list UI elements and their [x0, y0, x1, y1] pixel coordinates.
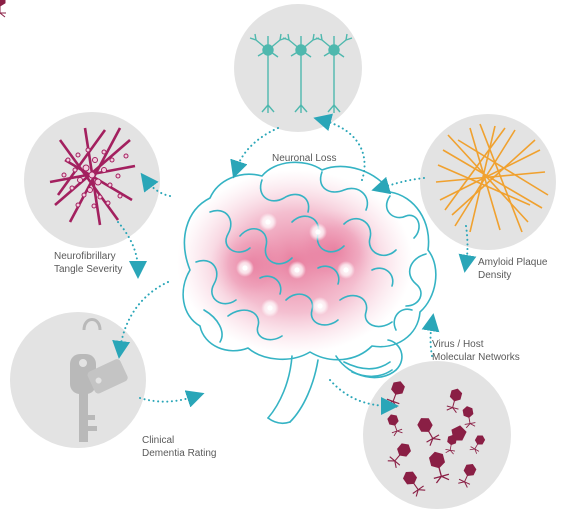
arrow-amyloid-to-brain	[371, 176, 425, 195]
brain-icon	[177, 161, 437, 424]
tangle-icon	[49, 127, 136, 226]
label-line: Molecular Networks	[432, 352, 520, 363]
amyloid-fiber-icon	[435, 123, 549, 233]
label-line: Neurofibrillary	[54, 251, 116, 262]
arrow-neuronal-to-brain	[230, 127, 279, 179]
label-amyloid: Amyloid Plaque Density	[478, 256, 547, 282]
label-virus: Virus / Host Molecular Networks	[432, 338, 520, 364]
label-tangle: Neurofibrillary Tangle Severity	[54, 250, 122, 276]
label-line: Virus / Host	[432, 339, 484, 350]
virus-icon	[0, 0, 487, 498]
arrow-brain-to-dementia	[112, 281, 169, 359]
virus-circle	[363, 361, 511, 509]
label-line: Amyloid Plaque	[478, 257, 548, 268]
neuron-icon	[249, 33, 353, 114]
arrow-dementia-to-brain	[139, 390, 205, 408]
label-line: Dementia Rating	[142, 448, 217, 459]
label-line: Neuronal Loss	[272, 153, 337, 164]
arrow-tangle-to-brain	[140, 172, 171, 197]
arrow-tangle-down	[117, 221, 147, 279]
label-dementia: Clinical Dementia Rating	[142, 434, 216, 460]
label-line: Tangle Severity	[54, 264, 123, 275]
label-line: Density	[478, 270, 512, 281]
arrow-brain-to-neuronal	[313, 113, 366, 181]
label-neuronal-loss: Neuronal Loss	[272, 152, 336, 165]
neuronal-loss-circle	[234, 4, 362, 132]
label-line: Clinical	[142, 435, 175, 446]
arrow-virus-to-brain	[421, 313, 440, 357]
key-icon	[70, 318, 128, 442]
